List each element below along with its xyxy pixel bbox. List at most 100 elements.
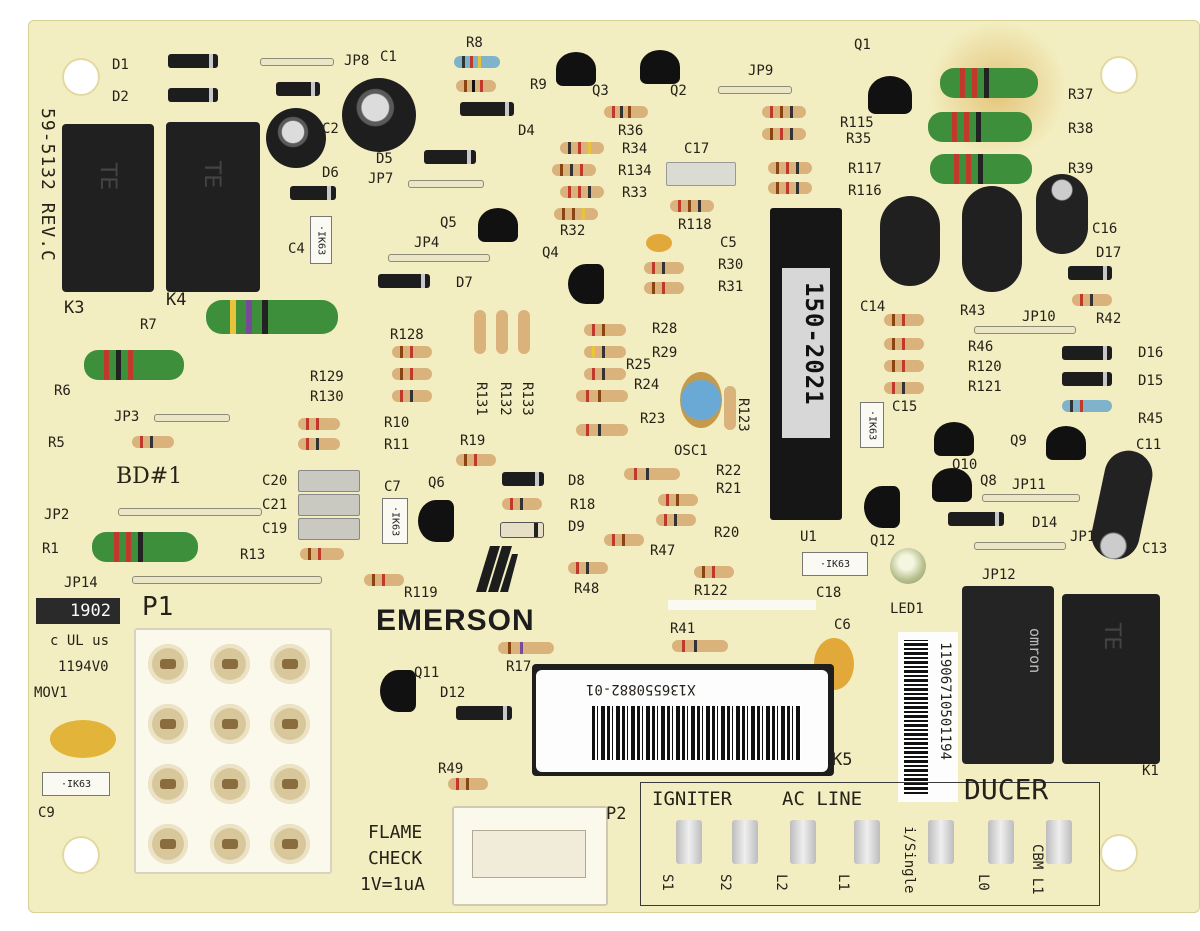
oscillator-osc1 — [680, 372, 722, 428]
terminal-s1[interactable] — [676, 820, 702, 864]
label-r30: R30 — [718, 257, 744, 273]
label-r41: R41 — [670, 621, 696, 637]
ul-mark: c UL us — [50, 633, 110, 649]
label-r32: R32 — [560, 223, 586, 239]
emerson-logo-icon — [472, 542, 520, 596]
label-r49: R49 — [438, 761, 464, 777]
label-r46: R46 — [968, 339, 994, 355]
transistor-q10 — [934, 422, 974, 456]
label-jp8: JP8 — [344, 53, 370, 69]
terminal-label-s2: S2 — [717, 874, 733, 891]
mounting-hole-top-right — [1102, 58, 1136, 92]
terminal-header-ducer: DUCER — [964, 773, 1049, 806]
jumper-jp10 — [974, 326, 1076, 334]
resistor-r19 — [440, 454, 512, 466]
label-r134: R134 — [618, 163, 652, 179]
label-c20: C20 — [262, 473, 288, 489]
transistor-q3 — [556, 52, 596, 86]
resistor-r39 — [914, 154, 1048, 184]
label-r31: R31 — [718, 279, 744, 295]
relay-k1: TE — [1062, 594, 1160, 764]
mounting-hole-top-left — [64, 60, 98, 94]
resistor-r42 — [1056, 294, 1128, 306]
label-k5: K5 — [832, 750, 853, 770]
terminal-l1[interactable] — [854, 820, 880, 864]
mounting-hole-bottom-left — [64, 838, 98, 872]
resistor-r38 — [912, 112, 1048, 142]
terminal-single[interactable] — [928, 820, 954, 864]
capacitor-c5 — [646, 234, 672, 252]
label-c5: C5 — [720, 235, 737, 251]
label-r130: R130 — [310, 389, 344, 405]
resistor-r120 — [868, 338, 940, 350]
resistor-r25 — [568, 368, 642, 380]
label-d14: D14 — [1032, 515, 1058, 531]
resistor-r24 — [560, 390, 644, 402]
ul-code: 1194V0 — [58, 659, 109, 675]
label-q10: Q10 — [952, 457, 978, 473]
label-r129: R129 — [310, 369, 344, 385]
label-q6: Q6 — [428, 475, 445, 491]
label-d15: D15 — [1138, 373, 1164, 389]
label-jp3: JP3 — [114, 409, 140, 425]
label-c14: C14 — [860, 299, 886, 315]
diode-d15 — [1044, 372, 1130, 386]
capacitor-c19 — [298, 518, 360, 540]
capacitor-c20 — [298, 470, 360, 492]
resistor-r132 — [496, 310, 508, 354]
capacitor-c21 — [298, 494, 360, 516]
terminal-header-igniter: IGNITER — [652, 788, 733, 810]
label-jp12: JP12 — [982, 567, 1016, 583]
label-d16: D16 — [1138, 345, 1164, 361]
resistor-r10 — [282, 418, 356, 430]
serial-number: 11906710501194 — [937, 642, 953, 761]
label-r11: R11 — [384, 437, 410, 453]
label-r43: R43 — [960, 303, 986, 319]
terminal-cbm-l1[interactable] — [1046, 820, 1072, 864]
chip-label: 150-2021 — [800, 282, 828, 406]
jumper-jp9 — [718, 86, 792, 94]
relay-k4: TE — [166, 122, 260, 292]
jumper-jp11 — [982, 494, 1080, 502]
terminal-l0[interactable] — [988, 820, 1014, 864]
omron-brand: omron — [1026, 628, 1044, 674]
jumper-jp14 — [132, 576, 322, 584]
label-d4: D4 — [518, 123, 535, 139]
label-r34: R34 — [622, 141, 648, 157]
board-id: BD#1 — [116, 464, 183, 489]
jumper-jp4 — [388, 254, 490, 262]
label-jp1: JP1 — [1070, 529, 1096, 545]
resistor-r46 — [868, 314, 940, 326]
capacitor-c4: ·IK63 — [310, 216, 332, 264]
transistor-q6 — [418, 500, 454, 542]
label-r8: R8 — [466, 35, 483, 51]
terminal-l2[interactable] — [790, 820, 816, 864]
label-c17: C17 — [684, 141, 710, 157]
jumper-jp1 — [974, 542, 1066, 550]
jumper-jp7 — [408, 180, 484, 188]
label-r13: R13 — [240, 547, 266, 563]
label-jp7: JP7 — [368, 171, 394, 187]
terminal-s2[interactable] — [732, 820, 758, 864]
terminal-label-l0: L0 — [975, 874, 991, 891]
label-q11: Q11 — [414, 665, 440, 681]
serial-sticker: 11906710501194 — [898, 632, 958, 802]
label-jp11: JP11 — [1012, 477, 1046, 493]
part-number: 59-5132 REV.C — [37, 108, 58, 262]
terminal-label-l2: L2 — [773, 874, 789, 891]
label-q5: Q5 — [440, 215, 457, 231]
resistor-r7 — [190, 300, 354, 334]
label-r23: R23 — [640, 411, 666, 427]
label-c13: C13 — [1142, 541, 1168, 557]
date-code-badge: 1902 — [36, 598, 120, 624]
connector-p1 — [134, 628, 332, 874]
label-c19: C19 — [262, 521, 288, 537]
capacitor-c14 — [880, 196, 940, 286]
white-strip — [668, 600, 816, 610]
label-q2: Q2 — [670, 83, 687, 99]
mounting-hole-bottom-right — [1102, 836, 1136, 870]
label-r47: R47 — [650, 543, 676, 559]
label-jp10: JP10 — [1022, 309, 1056, 325]
relay-omron: omron — [962, 586, 1054, 764]
label-k3: K3 — [64, 298, 85, 318]
